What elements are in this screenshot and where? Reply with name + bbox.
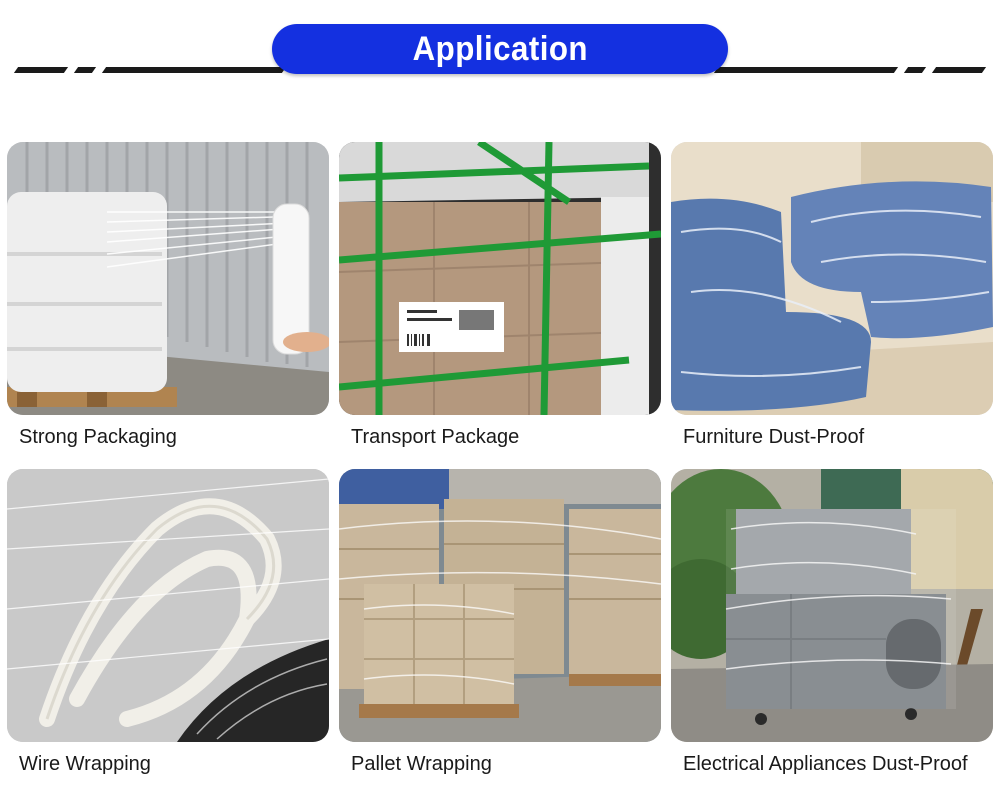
header-rule-segment [101, 67, 287, 73]
application-caption: Transport Package [351, 426, 520, 448]
header-rule-segment [903, 67, 927, 73]
application-caption: Strong Packaging [19, 426, 177, 448]
section-title: Application [412, 29, 588, 68]
strapped-carton-photo [339, 142, 661, 415]
application-card-transport-package: Transport Package [339, 142, 661, 448]
header-rule-segment [73, 67, 97, 73]
application-caption: Wire Wrapping [19, 753, 151, 775]
section-header: Application [0, 0, 1000, 90]
pallet-wrap-photo [7, 142, 329, 415]
wrapped-cable-photo [7, 469, 329, 742]
section-title-banner: Application [272, 24, 728, 74]
application-caption: Electrical Appliances Dust-Proof [683, 753, 968, 775]
application-card-wire-wrapping: Wire Wrapping [7, 469, 329, 775]
application-caption: Furniture Dust-Proof [683, 426, 865, 448]
wrapped-pallets-photo [339, 469, 661, 742]
application-card-electrical-appliances-dust-proof: Electrical Appliances Dust-Proof [671, 469, 993, 775]
wrapped-machine-photo [671, 469, 993, 742]
application-card-furniture-dust-proof: Furniture Dust-Proof [671, 142, 993, 448]
wrapped-sofa-photo [671, 142, 993, 415]
application-card-strong-packaging: Strong Packaging [7, 142, 329, 448]
application-card-pallet-wrapping: Pallet Wrapping [339, 469, 661, 775]
header-rule-segment [931, 67, 987, 73]
header-rule-segment [13, 67, 69, 73]
header-rule-segment [713, 67, 899, 73]
application-caption: Pallet Wrapping [351, 753, 492, 775]
